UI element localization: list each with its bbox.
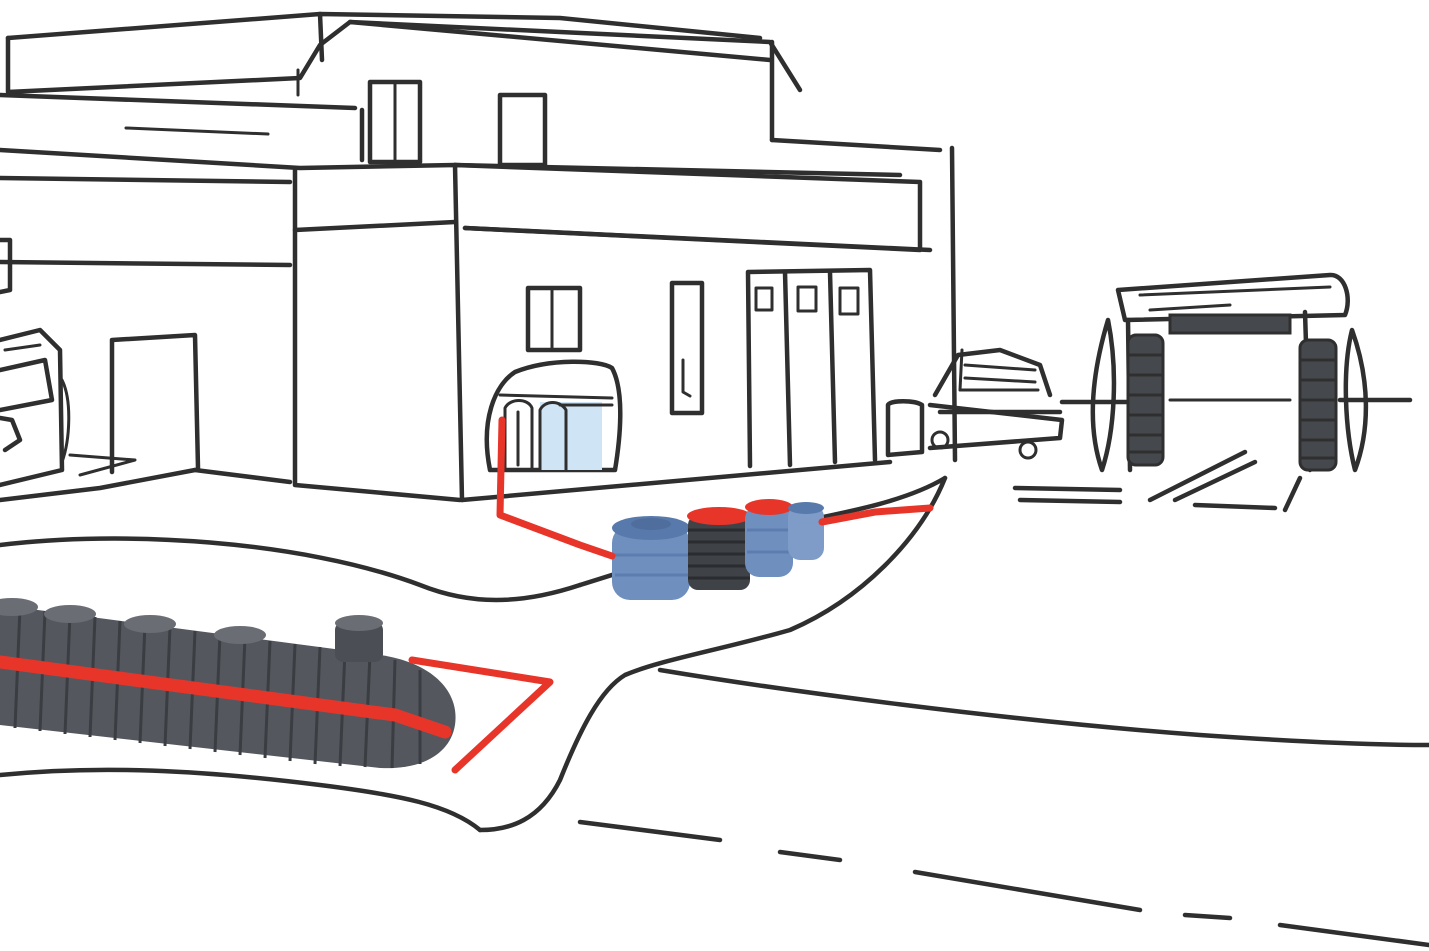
station-building — [0, 14, 955, 500]
tank-riser — [335, 615, 383, 662]
dark-ribbed-tank — [687, 507, 751, 590]
blue-tank-1 — [612, 516, 690, 600]
underground-blue-tanks — [612, 499, 824, 600]
car-ramp — [888, 350, 1140, 458]
fuel-pump — [0, 240, 135, 485]
wash-brush-left — [1128, 335, 1163, 465]
road-markings — [580, 822, 1429, 945]
car-wash-gantry — [1015, 275, 1410, 510]
water-tank-blue — [540, 402, 602, 470]
wash-top-brush — [1170, 315, 1290, 333]
service-bay-doors — [748, 270, 875, 466]
blue-tank-2 — [745, 499, 793, 577]
indoor-water-tanks — [487, 362, 620, 470]
wash-brush-right — [1300, 340, 1336, 470]
blue-tank-3 — [788, 502, 824, 560]
underground-horizontal-tank — [0, 598, 456, 768]
